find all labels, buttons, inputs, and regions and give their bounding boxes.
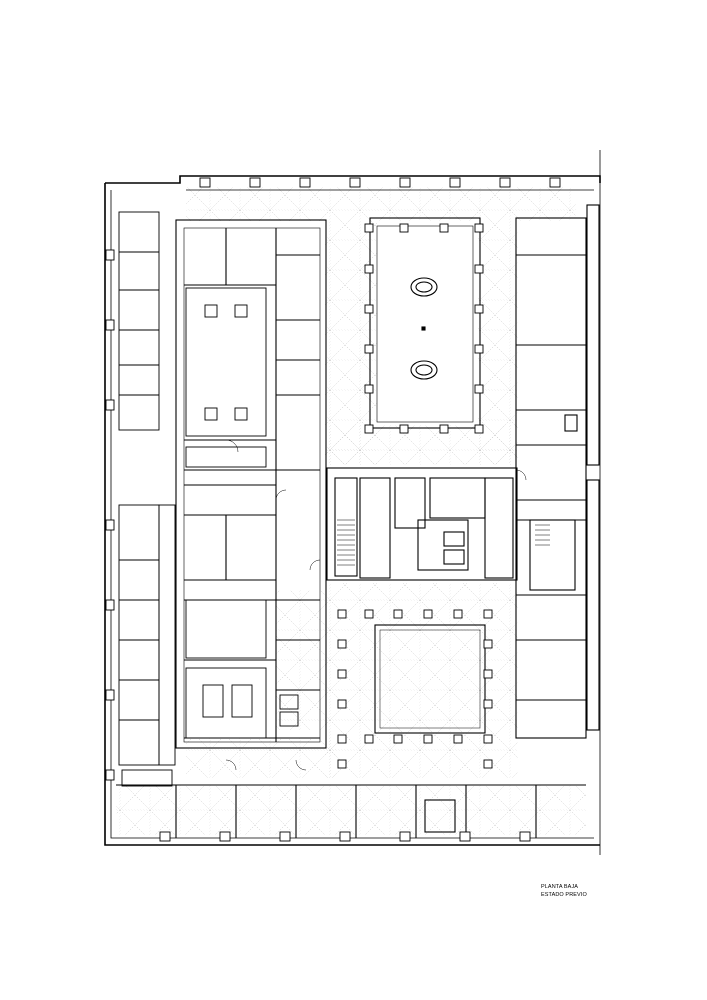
drawing-subtitle: ESTADO PREVIO: [541, 892, 587, 898]
door-swing-icon: [225, 439, 527, 771]
drawing-caption: PLANTA BAJA ESTADO PREVIO: [541, 883, 587, 899]
vaulted-corridors: [116, 187, 586, 835]
drawing-title: PLANTA BAJA: [541, 884, 579, 890]
stair-icon: [337, 519, 550, 566]
south-wing: [116, 784, 586, 838]
west-hall: [185, 287, 299, 739]
service-core: [326, 467, 518, 581]
west-wing-rooms: [118, 211, 176, 787]
east-wing: [515, 204, 600, 739]
column-icon: [337, 223, 493, 769]
facade-piers: [105, 177, 561, 842]
lower-courtyard: [374, 624, 486, 734]
upper-courtyard: [369, 217, 481, 429]
interior-walls: [175, 219, 327, 749]
